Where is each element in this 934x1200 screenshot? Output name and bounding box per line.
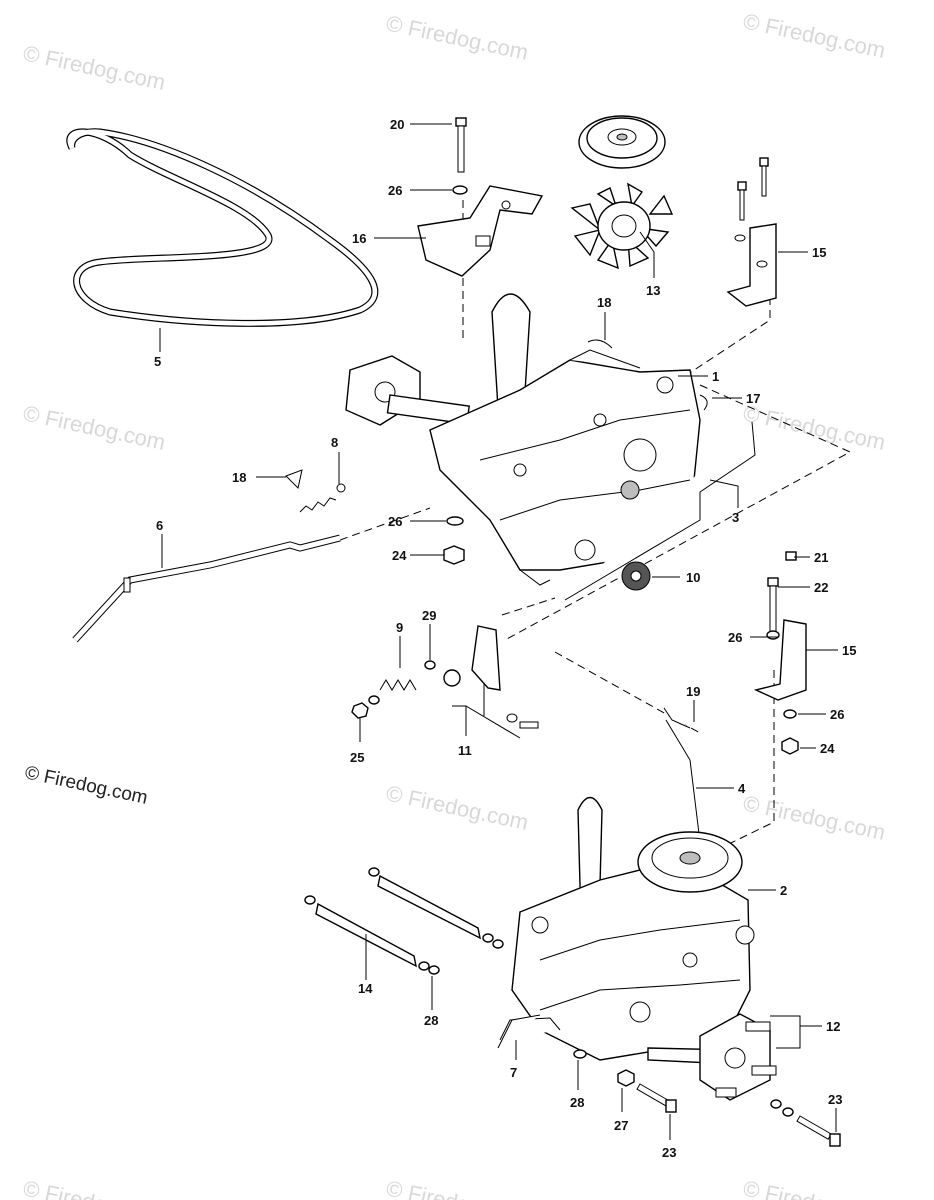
watermark-text: © Firedog.com — [741, 790, 888, 845]
callout-24: 24 — [392, 548, 407, 563]
callout-26: 26 — [830, 707, 844, 722]
callout-21: 21 — [814, 550, 828, 565]
watermark-text: © Firedog.com — [21, 40, 168, 95]
leader-lines — [159, 123, 838, 1140]
nut-27 — [617, 1069, 635, 1087]
callout-26: 26 — [388, 183, 402, 198]
callout-26: 26 — [388, 514, 402, 529]
callout-5: 5 — [154, 354, 161, 369]
callout-9: 9 — [396, 620, 403, 635]
clip-19 — [663, 707, 691, 729]
callout-15: 15 — [812, 245, 826, 260]
watermark-text: © Firedog.com — [741, 1175, 888, 1200]
drive-belt — [66, 128, 379, 327]
callout-1: 1 — [712, 369, 719, 384]
callout-19: 19 — [686, 684, 700, 699]
nut-24 — [443, 545, 465, 565]
watermark-text: © Firedog.com — [384, 10, 531, 65]
callout-2: 2 — [780, 883, 787, 898]
transmission-1 — [345, 293, 701, 586]
callout-26: 26 — [728, 630, 742, 645]
brake-assembly — [351, 625, 539, 729]
callout-20: 20 — [390, 117, 404, 132]
bolt-20 — [455, 117, 467, 173]
pulley — [578, 115, 666, 169]
callout-25: 25 — [350, 750, 364, 765]
callout-18: 18 — [232, 470, 246, 485]
transmission-2 — [499, 796, 777, 1101]
clip-17 — [699, 394, 708, 411]
callout-11: 11 — [458, 743, 472, 758]
rod-4 — [665, 719, 701, 843]
watermark-text: © Firedog.com — [21, 1175, 168, 1200]
callout-29: 29 — [422, 608, 436, 623]
washer-26 — [452, 185, 468, 195]
main-watermark: © Firedog.com — [23, 762, 150, 809]
rod-7 — [497, 1014, 541, 1049]
callout-14: 14 — [358, 981, 373, 996]
callout-3: 3 — [732, 510, 739, 525]
callout-12: 12 — [826, 1019, 840, 1034]
bracket-15-upper — [726, 157, 777, 307]
axle-rods-14 — [304, 867, 504, 975]
ring-8 — [336, 483, 346, 493]
callout-22: 22 — [814, 580, 828, 595]
cooling-fan — [570, 182, 674, 270]
callout-labels: 20 26 16 13 15 5 18 1 17 8 18 6 3 26 24 … — [154, 117, 856, 1160]
bracket-15-lower — [753, 551, 807, 755]
watermark-text: © Firedog.com — [384, 1175, 531, 1200]
callout-17: 17 — [746, 391, 760, 406]
callout-6: 6 — [156, 518, 163, 533]
callout-28: 28 — [424, 1013, 438, 1028]
callout-13: 13 — [646, 283, 660, 298]
washer-28 — [573, 1049, 587, 1059]
watermark-text: © Firedog.com — [741, 400, 888, 455]
rod-6 — [72, 534, 341, 643]
clip-18b — [285, 469, 303, 489]
rod-3 — [564, 421, 756, 601]
bolt-23b — [770, 1099, 841, 1147]
watermark-text: © Firedog.com — [21, 400, 168, 455]
callout-27: 27 — [614, 1118, 628, 1133]
spring-8 — [299, 497, 337, 513]
bracket-16 — [417, 185, 544, 277]
washer-26b — [446, 516, 464, 526]
callout-15: 15 — [842, 643, 856, 658]
clip-18 — [587, 339, 613, 349]
callout-23: 23 — [828, 1092, 842, 1107]
watermark-text: © Firedog.com — [741, 8, 888, 63]
callout-8: 8 — [331, 435, 338, 450]
callout-28: 28 — [570, 1095, 584, 1110]
watermark-text: © Firedog.com — [384, 780, 531, 835]
bolt-23a — [636, 1083, 677, 1113]
callout-10: 10 — [686, 570, 700, 585]
callout-7: 7 — [510, 1065, 517, 1080]
callout-16: 16 — [352, 231, 366, 246]
callout-23: 23 — [662, 1145, 676, 1160]
callout-18: 18 — [597, 295, 611, 310]
callout-24: 24 — [820, 741, 835, 756]
callout-4: 4 — [738, 781, 746, 796]
sprocket-10 — [621, 561, 651, 591]
